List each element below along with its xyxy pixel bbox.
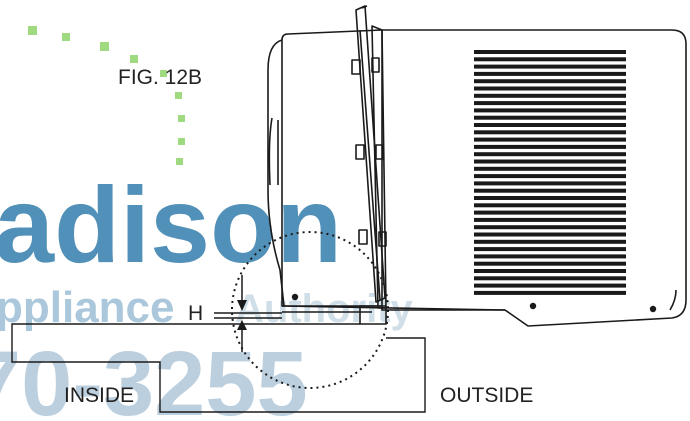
- louver-slat: [474, 261, 626, 266]
- louver-slat: [474, 232, 626, 237]
- louver-slat: [474, 159, 626, 164]
- base-line: [281, 305, 506, 311]
- louver-slat: [474, 225, 626, 230]
- air-conditioner-unit: [267, 5, 687, 327]
- louver-slat: [474, 71, 626, 76]
- louver-slat: [474, 247, 626, 252]
- louver-slat: [474, 93, 626, 98]
- louver-grille: [474, 50, 626, 295]
- label-h: H: [188, 302, 203, 325]
- h-dimension: [214, 275, 282, 352]
- louver-slat: [474, 130, 626, 135]
- label-inside: INSIDE: [64, 384, 134, 407]
- louver-slat: [474, 290, 626, 295]
- louver-slat: [474, 57, 626, 62]
- louver-slat: [474, 86, 626, 91]
- louver-slat: [474, 137, 626, 142]
- louver-slat: [474, 239, 626, 244]
- detail-circle: [231, 231, 389, 389]
- watermark-dots: [28, 26, 185, 165]
- watermark-line3: 70-3255: [0, 333, 308, 421]
- louver-slat: [474, 188, 626, 193]
- louver-slat: [474, 217, 626, 222]
- louver-slat: [474, 79, 626, 84]
- louver-slat: [474, 254, 626, 259]
- screws: [291, 293, 657, 313]
- figure-caption: FIG. 12B: [118, 66, 202, 89]
- louver-slat: [474, 269, 626, 273]
- front-panel: [267, 39, 285, 307]
- louver-slat: [474, 181, 626, 186]
- louver-slat: [474, 283, 626, 288]
- louver-slat: [474, 276, 626, 281]
- louver-slat: [474, 108, 626, 113]
- watermark-line1: adison: [0, 164, 342, 285]
- window-sash: [351, 5, 387, 303]
- inside-wall: [11, 323, 426, 413]
- louver-slat: [474, 123, 626, 127]
- louver-slat: [474, 196, 626, 200]
- louver-slat: [474, 210, 626, 215]
- louver-slat: [474, 174, 626, 179]
- window-frame: [11, 323, 426, 413]
- window-sill-block: [359, 305, 387, 325]
- louver-slat: [474, 203, 626, 208]
- louver-slat: [474, 64, 626, 69]
- louver-slat: [474, 50, 626, 54]
- cabinet-body: [381, 29, 687, 327]
- louver-slat: [474, 115, 626, 120]
- louver-slat: [474, 101, 626, 106]
- louver-slat: [474, 166, 626, 171]
- louver-slat: [474, 152, 626, 157]
- label-outside: OUTSIDE: [440, 384, 533, 407]
- watermark: adison ppliance Authority 70-3255: [0, 26, 414, 421]
- louver-slat: [474, 144, 626, 149]
